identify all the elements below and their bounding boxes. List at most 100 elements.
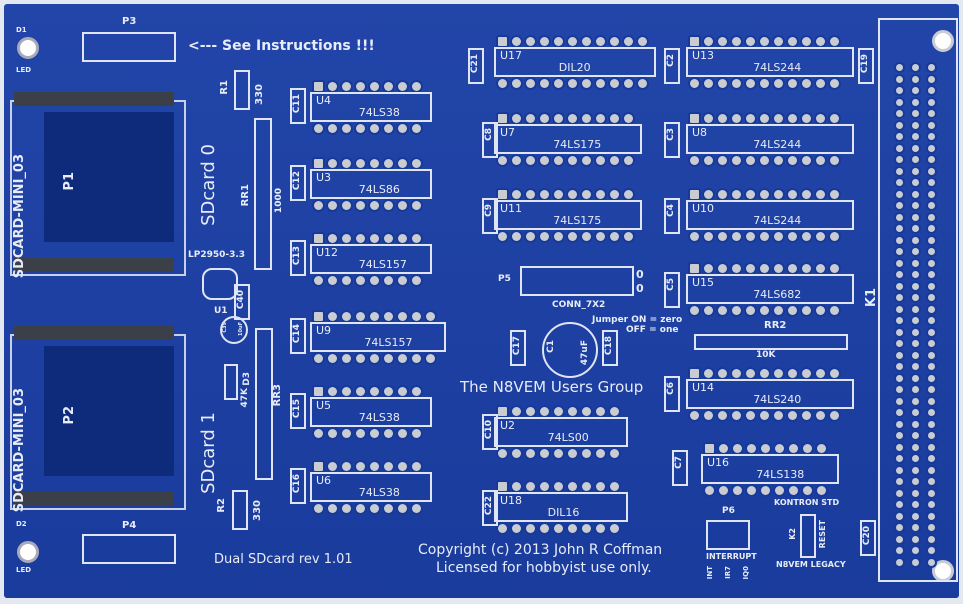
- ic-pin: [705, 486, 714, 495]
- ic-pin: [817, 486, 826, 495]
- header-p3: [82, 32, 176, 62]
- ic-pin: [512, 156, 521, 165]
- ic-pin: [554, 524, 563, 533]
- ic-pin: [370, 504, 379, 513]
- capacitor-label: C11: [292, 94, 302, 114]
- ic-pin: [746, 79, 755, 88]
- ic-pin: [690, 156, 699, 165]
- ic-pin: [638, 79, 647, 88]
- connector-pin: [912, 547, 919, 554]
- connector-pin: [912, 363, 919, 370]
- connector-pin: [912, 236, 919, 244]
- connector-pin: [912, 340, 919, 347]
- ic-pin: [370, 312, 379, 321]
- capacitor-label: C21: [470, 54, 480, 74]
- connector-pin: [928, 374, 935, 382]
- ic-u10: [686, 200, 854, 230]
- connector-pin: [912, 294, 919, 301]
- ic-pin: [328, 429, 337, 438]
- header-p4: [82, 534, 176, 564]
- ic-pin: [328, 82, 337, 91]
- jumper-k2: [800, 514, 816, 558]
- ic-pin: [802, 156, 811, 165]
- connector-pin: [896, 489, 903, 497]
- connector-pin: [928, 167, 935, 175]
- ic-pin: [498, 449, 507, 458]
- ic-pin: [370, 159, 379, 168]
- connector-pin: [928, 271, 935, 278]
- ic-pin: [540, 407, 549, 416]
- ic-pin: [512, 524, 521, 533]
- ic-pin: [760, 79, 769, 88]
- ic-pin: [732, 114, 741, 123]
- ic-ref-label: U8: [692, 126, 708, 139]
- ic-pin: [690, 190, 699, 199]
- connector-pin: [912, 75, 919, 83]
- led-d2: [17, 541, 39, 563]
- connector-pin: [896, 455, 903, 462]
- ic-pin: [498, 190, 507, 199]
- ic-pin: [690, 232, 699, 241]
- connector-pin: [912, 144, 919, 152]
- connector-pin: [912, 213, 919, 221]
- capacitor-c16: [290, 468, 306, 504]
- connector-pin: [912, 351, 919, 359]
- connector-pin: [928, 190, 935, 198]
- d2-label: D2: [16, 520, 27, 528]
- ic-pin: [774, 79, 783, 88]
- ic-pin: [370, 234, 379, 243]
- capacitor-c6: [664, 376, 680, 412]
- ic-pin: [314, 276, 323, 285]
- sdcard0-label: SDcard 0: [198, 144, 219, 226]
- ic-pin: [704, 411, 713, 420]
- ic-pin: [704, 369, 713, 378]
- ic-pin: [398, 312, 407, 321]
- ic-pin: [498, 407, 507, 416]
- capacitor-c9: [482, 198, 498, 234]
- ic-part-label: 74LS682: [753, 288, 802, 301]
- capacitor-label: C16: [292, 474, 302, 494]
- ic-pin: [342, 124, 351, 133]
- ic-pin: [384, 354, 393, 363]
- ic-pin: [356, 462, 365, 471]
- ic-pin: [554, 114, 563, 123]
- connector-pin: [896, 167, 903, 175]
- ic-pin: [802, 232, 811, 241]
- ic-pin: [746, 232, 755, 241]
- connector-pin: [928, 420, 935, 428]
- connector-pin: [912, 225, 919, 232]
- connector-pin: [928, 121, 935, 129]
- ic-pin: [342, 234, 351, 243]
- connector-pin: [912, 190, 919, 198]
- connector-pin: [928, 455, 935, 462]
- ic-pin: [582, 482, 591, 491]
- ic-pin: [802, 37, 811, 46]
- ic-pin: [746, 306, 755, 315]
- ic-pin: [512, 114, 521, 123]
- ic-pin: [816, 232, 825, 241]
- capacitor-c5: [664, 272, 680, 308]
- ic-pin: [704, 79, 713, 88]
- ic-pin: [398, 124, 407, 133]
- int-label: INT: [706, 566, 714, 580]
- ic-pin: [774, 190, 783, 199]
- ic-ref-label: U18: [500, 494, 523, 507]
- ic-pin: [816, 79, 825, 88]
- ic-pin: [384, 201, 393, 210]
- ic-pin: [568, 37, 577, 46]
- capacitor-label: C5: [666, 278, 676, 291]
- connector-pin: [912, 386, 919, 393]
- connector-pin: [928, 340, 935, 347]
- ic-pin: [398, 201, 407, 210]
- capacitor-c40: [234, 284, 250, 320]
- ic-pin: [314, 159, 323, 168]
- ic-pin: [690, 114, 699, 123]
- connector-pin: [896, 259, 903, 267]
- ic-pin: [384, 159, 393, 168]
- ic-pin: [568, 156, 577, 165]
- connector-pin: [896, 110, 903, 117]
- connector-pin: [912, 466, 919, 474]
- p5-label: P5: [498, 274, 511, 284]
- ic-pin: [774, 114, 783, 123]
- ic-pin: [704, 156, 713, 165]
